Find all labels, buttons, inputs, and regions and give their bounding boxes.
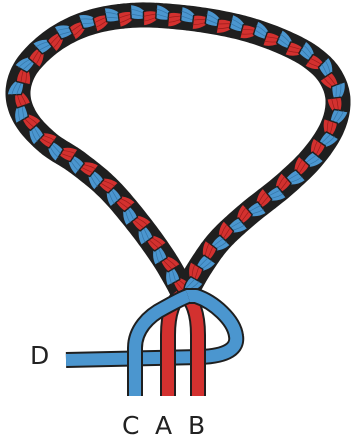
strand-b xyxy=(186,296,198,396)
label-c: C xyxy=(122,411,139,440)
strand-d xyxy=(66,296,236,360)
label-b: B xyxy=(188,411,205,440)
label-a: A xyxy=(155,411,172,440)
braided-loop xyxy=(7,4,348,293)
label-d: D xyxy=(30,341,49,370)
